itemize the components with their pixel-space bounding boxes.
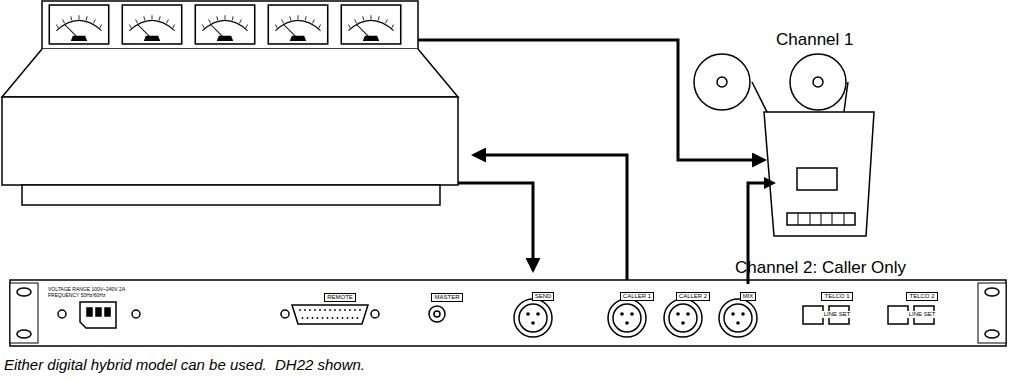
tape-machine-node: Channel 1Channel 2: Caller Only [776,30,926,280]
jack-label: MIX [740,292,757,301]
master-jack: MASTER [423,285,471,297]
pin-dot [304,309,306,311]
pin-dot [620,312,624,316]
pin-dot [347,317,349,319]
pin-dot [312,317,314,319]
pin-dot [349,309,351,311]
jack-label: MASTER [431,293,462,302]
pin-dot [299,309,301,311]
channel-label: Channel 1 [776,30,854,50]
console-wires [418,40,764,284]
pin-dot [309,309,311,311]
pin-dot [334,309,336,311]
tape-machine [694,54,874,236]
jack-label: TELCO 2 [906,292,937,301]
remote-connector: REMOTE [300,285,380,297]
caption: Either digital hybrid model can be used.… [4,356,365,373]
pin-dot [314,309,316,311]
jack-label: LINE SET [907,311,938,318]
pin-dot [526,312,530,316]
jack-label: CALLER 2 [676,292,710,301]
pin-dot [337,317,339,319]
rack-panel [10,280,1006,346]
pin-dot [302,317,304,319]
pin-dot [352,317,354,319]
vu-meters [49,5,400,44]
pin-dot [307,317,309,319]
jack-label: REMOTE [324,293,356,302]
pin-dot [324,309,326,311]
pin-dot [329,309,331,311]
pin-dot [681,321,685,325]
pin-dot [741,312,745,316]
pin-dot [339,309,341,311]
panel-rating-text: VOLTAGE RANGE 100V~240V 2A FREQUENCY 50H… [48,286,148,298]
channel-label: Channel 2: Caller Only [735,258,906,278]
pin-dot [630,312,634,316]
jack-label: SEND [532,292,555,301]
xlr-jack: MIX [726,284,770,298]
connector-details [299,309,745,325]
jack-label: CALLER 1 [620,292,654,301]
pin-dot [736,321,740,325]
pin-dot [359,309,361,311]
xlr-jack: SEND [521,284,565,298]
pin-dot [322,317,324,319]
telco-jack: TELCO 1LINE SET [802,284,872,304]
pin-dot [357,317,359,319]
mixing-console [2,1,458,205]
pin-dot [354,309,356,311]
jack-label: TELCO 1 [821,292,852,301]
pin-dot [531,321,535,325]
pin-dot [342,317,344,319]
pin-dot [327,317,329,319]
pin-dot [317,317,319,319]
xlr-jack: CALLER 1 [615,284,659,298]
pin-dot [344,309,346,311]
hybrid-rear-panel: VOLTAGE RANGE 100V~240V 2A FREQUENCY 50H… [10,280,1006,346]
pin-dot [319,309,321,311]
pin-dot [686,312,690,316]
telco-jack: TELCO 2LINE SET [887,284,957,304]
pin-dot [676,312,680,316]
jack-label: LINE SET [822,311,853,318]
pin-dot [731,312,735,316]
pin-dot [625,321,629,325]
pin-dot [332,317,334,319]
xlr-jack: CALLER 2 [671,284,715,298]
pin-dot [536,312,540,316]
